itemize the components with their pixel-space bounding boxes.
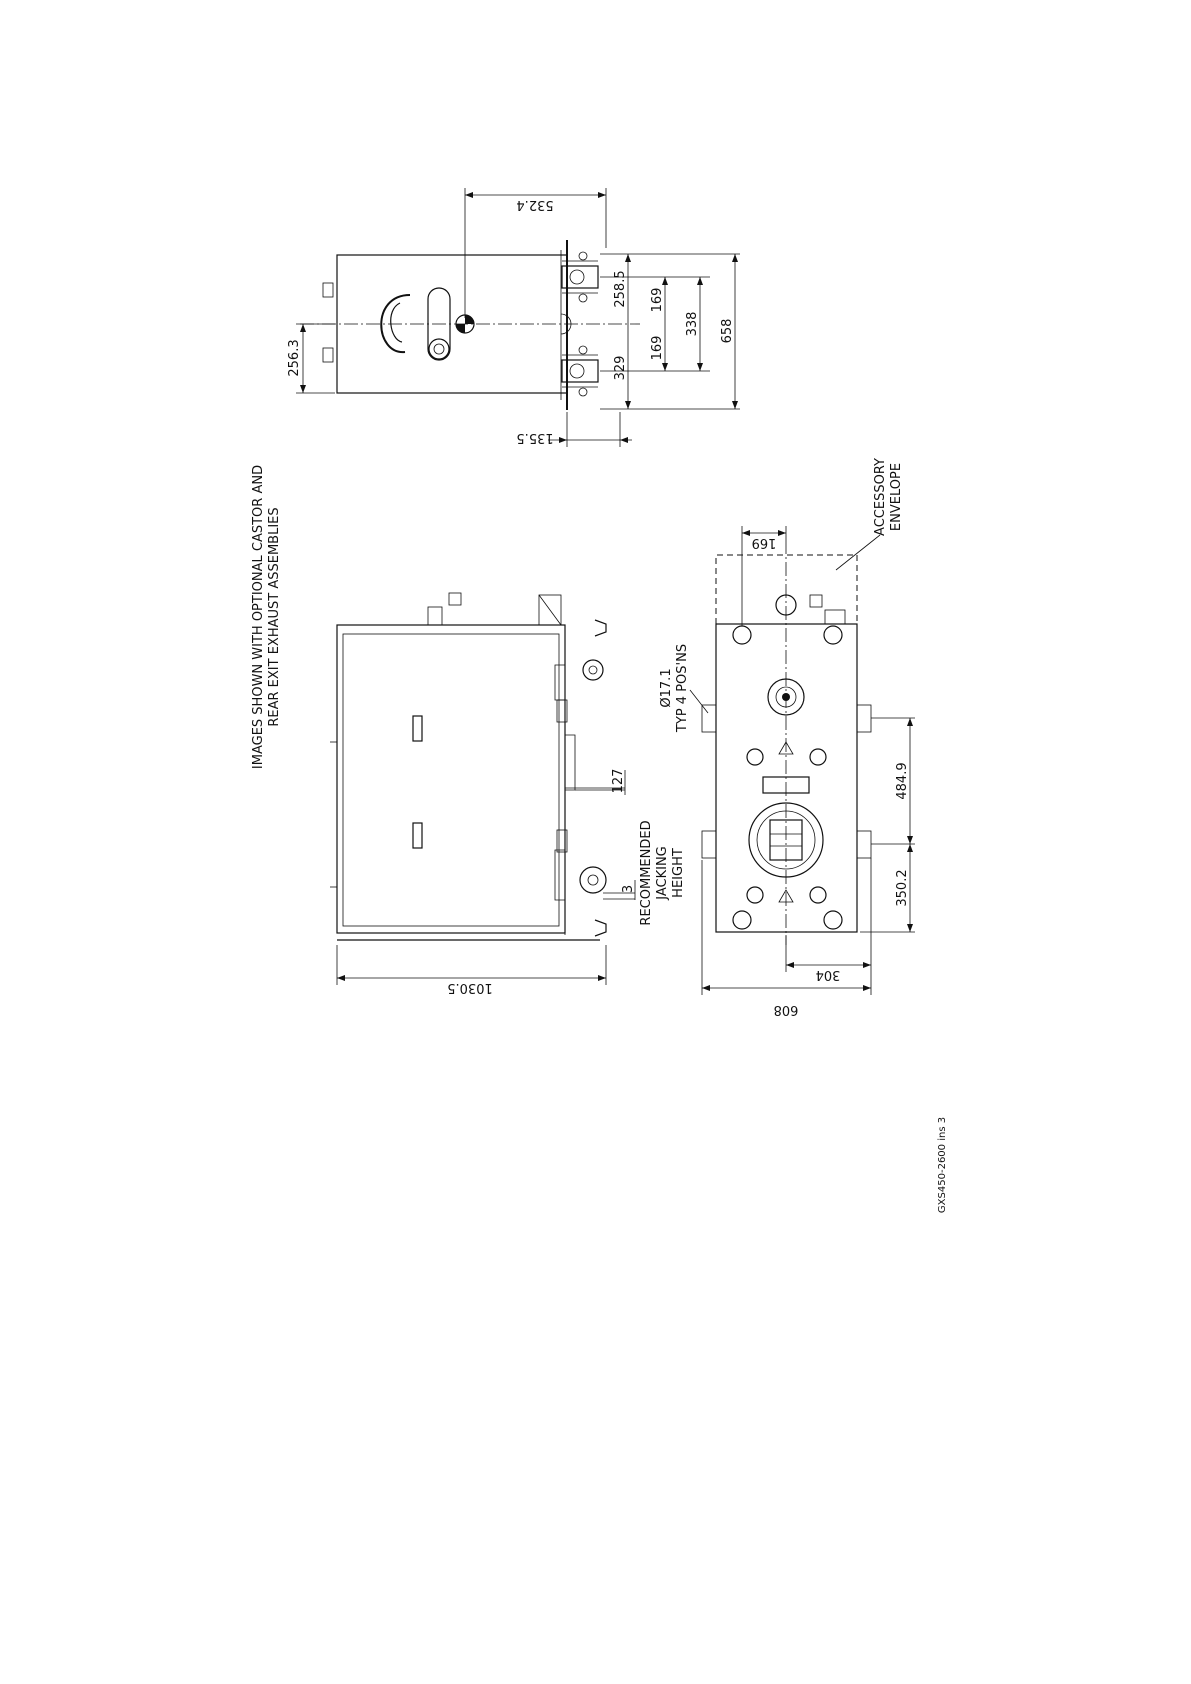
end-view: 169 ACCESSORY ENVELOPE Ø17.1 TYP 4 POS'N… xyxy=(659,458,915,1017)
jacking-note-line-2: JACKING xyxy=(655,846,670,901)
dim-1030-5: 1030.5 xyxy=(447,980,493,995)
side-view: 127 3 RECOMMENDED JACKING HEIGHT 1030.5 xyxy=(330,593,686,995)
dim-256-3: 256.3 xyxy=(287,339,302,376)
dim-304: 304 xyxy=(816,967,841,982)
dim-end-169: 169 xyxy=(752,535,777,550)
dim-135-5: 135.5 xyxy=(516,430,553,445)
dim-532-4: 532.4 xyxy=(516,197,553,212)
castor-upper xyxy=(583,660,603,680)
note-line-1: IMAGES SHOWN WITH OPTIONAL CASTOR AND xyxy=(251,465,266,769)
mounting-tab-2 xyxy=(702,831,716,858)
jacking-note-line-1: RECOMMENDED xyxy=(639,820,654,925)
mounting-tab-1 xyxy=(702,705,716,732)
note-line-2: REAR EXIT EXHAUST ASSEMBLIES xyxy=(267,507,282,726)
mounting-tab-3 xyxy=(857,705,871,732)
assembly-note: IMAGES SHOWN WITH OPTIONAL CASTOR AND RE… xyxy=(251,465,282,769)
dim-169-upper: 169 xyxy=(650,288,665,313)
dim-127: 127 xyxy=(611,769,626,794)
hole-note-line-1: Ø17.1 xyxy=(659,668,674,707)
dim-3: 3 xyxy=(621,885,636,893)
dim-258-5: 258.5 xyxy=(613,270,628,307)
dim-169-lower: 169 xyxy=(650,336,665,361)
jacking-note-line-3: HEIGHT xyxy=(671,848,686,898)
dim-329: 329 xyxy=(613,356,628,381)
dim-350-2: 350.2 xyxy=(895,869,910,906)
castor-lower xyxy=(580,867,606,893)
top-view: 532.4 256.3 258.5 329 169 169 338 658 xyxy=(287,188,740,447)
dim-338: 338 xyxy=(685,312,700,337)
hole-note-line-2: TYP 4 POS'NS xyxy=(675,644,690,733)
drawing-reference: GXS450-2600 ins 3 xyxy=(937,1117,948,1213)
dim-608: 608 xyxy=(774,1002,799,1017)
mounting-tab-4 xyxy=(857,831,871,858)
dim-658: 658 xyxy=(720,319,735,344)
accessory-note-line-2: ENVELOPE xyxy=(889,463,904,531)
accessory-note-line-1: ACCESSORY xyxy=(873,458,888,536)
dim-484-9: 484.9 xyxy=(895,762,910,799)
